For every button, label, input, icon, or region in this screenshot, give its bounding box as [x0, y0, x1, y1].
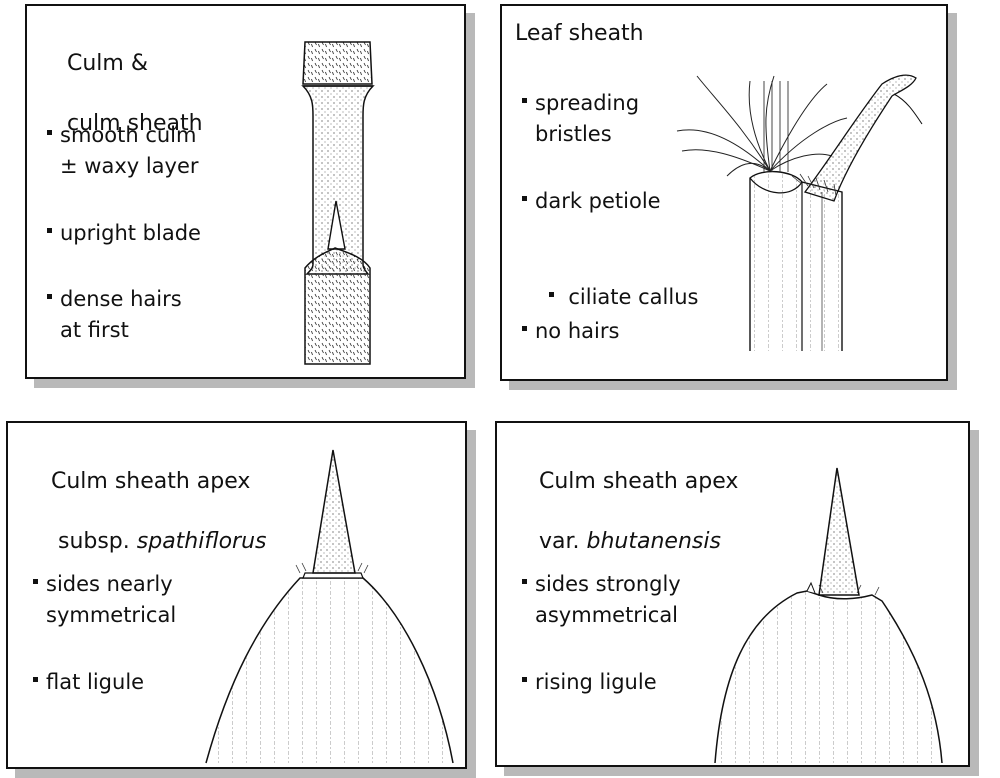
panel-leaf-sheath: Leaf sheath spreading bristles dark peti…	[500, 4, 948, 381]
panel-title: Culm sheath apex subsp. spathiflorus	[23, 437, 267, 587]
panel-apex-bhutanensis: Culm sheath apex var. bhutanensis sides …	[495, 421, 970, 767]
bullet-text: sides nearly	[46, 572, 173, 596]
bullet-marker	[33, 578, 38, 584]
apex-spathiflorus-illustration	[205, 449, 454, 764]
panel-title: Culm & culm sheath	[39, 19, 203, 169]
bullet-item: flat ligule	[33, 667, 144, 698]
bullet-text-continued: ± waxy layer	[60, 154, 199, 178]
bullet-item: dark petiole	[522, 186, 661, 217]
bullet-item: no hairs	[522, 316, 619, 347]
bullet-marker	[522, 325, 527, 331]
bullet-marker	[522, 676, 527, 682]
panel-apex-spathiflorus: Culm sheath apex subsp. spathiflorus sid…	[6, 421, 467, 769]
panel-culm: Culm & culm sheath smooth culm ± waxy la…	[25, 4, 466, 379]
title-line-1: Culm &	[66, 51, 148, 76]
bullet-marker	[522, 195, 527, 201]
title-prefix: var.	[538, 529, 587, 554]
bullet-text: rising ligule	[535, 670, 657, 694]
bullet-marker	[522, 97, 527, 103]
title-line-1: Culm sheath apex	[50, 469, 251, 494]
bullet-text: dark petiole	[535, 189, 661, 213]
title-prefix: subsp.	[50, 529, 137, 554]
bullet-marker	[47, 129, 52, 135]
bullet-text: spreading	[535, 91, 640, 115]
bullet-text: flat ligule	[46, 670, 145, 694]
bullet-item: dense hairs at first	[47, 284, 182, 346]
bullet-text-continued: asymmetrical	[535, 603, 679, 627]
title-taxon: bhutanensis	[586, 529, 721, 554]
bullet-marker	[548, 291, 554, 297]
bullet-text: no hairs	[535, 319, 620, 343]
panel-title: Culm sheath apex var. bhutanensis	[511, 437, 738, 587]
bullet-item: upright blade	[47, 218, 201, 249]
culm-illustration	[301, 41, 375, 365]
title-line-1: Culm sheath apex	[538, 469, 739, 494]
bullet-marker	[33, 676, 38, 682]
bullet-item: spreading bristles	[522, 88, 639, 150]
bullet-item: smooth culm ± waxy layer	[47, 120, 199, 182]
bullet-text: upright blade	[60, 221, 201, 245]
bullet-text-continued: symmetrical	[46, 603, 177, 627]
bullet-text: sides strongly	[535, 572, 681, 596]
bullet-marker	[522, 578, 527, 584]
bullet-marker	[47, 293, 52, 299]
bullet-text: dense hairs	[60, 287, 182, 311]
bullet-text: smooth culm	[60, 123, 197, 147]
bullet-marker	[47, 227, 52, 233]
title-line-2: culm sheath	[66, 111, 203, 136]
title-taxon: spathiflorus	[136, 529, 267, 554]
bullet-text-continued: at first	[60, 318, 129, 342]
bullet-text: ciliate callus	[561, 285, 699, 309]
bullet-text-continued: bristles	[535, 122, 612, 146]
bullet-item: ciliate callus	[522, 251, 698, 344]
panel-title: Leaf sheath	[515, 21, 644, 46]
apex-bhutanensis-illustration	[714, 467, 943, 764]
bullet-item: rising ligule	[522, 667, 657, 698]
bullet-item: sides nearly symmetrical	[33, 569, 176, 631]
leaf-sheath-illustration	[676, 74, 923, 351]
bullet-item: sides strongly asymmetrical	[522, 569, 681, 631]
